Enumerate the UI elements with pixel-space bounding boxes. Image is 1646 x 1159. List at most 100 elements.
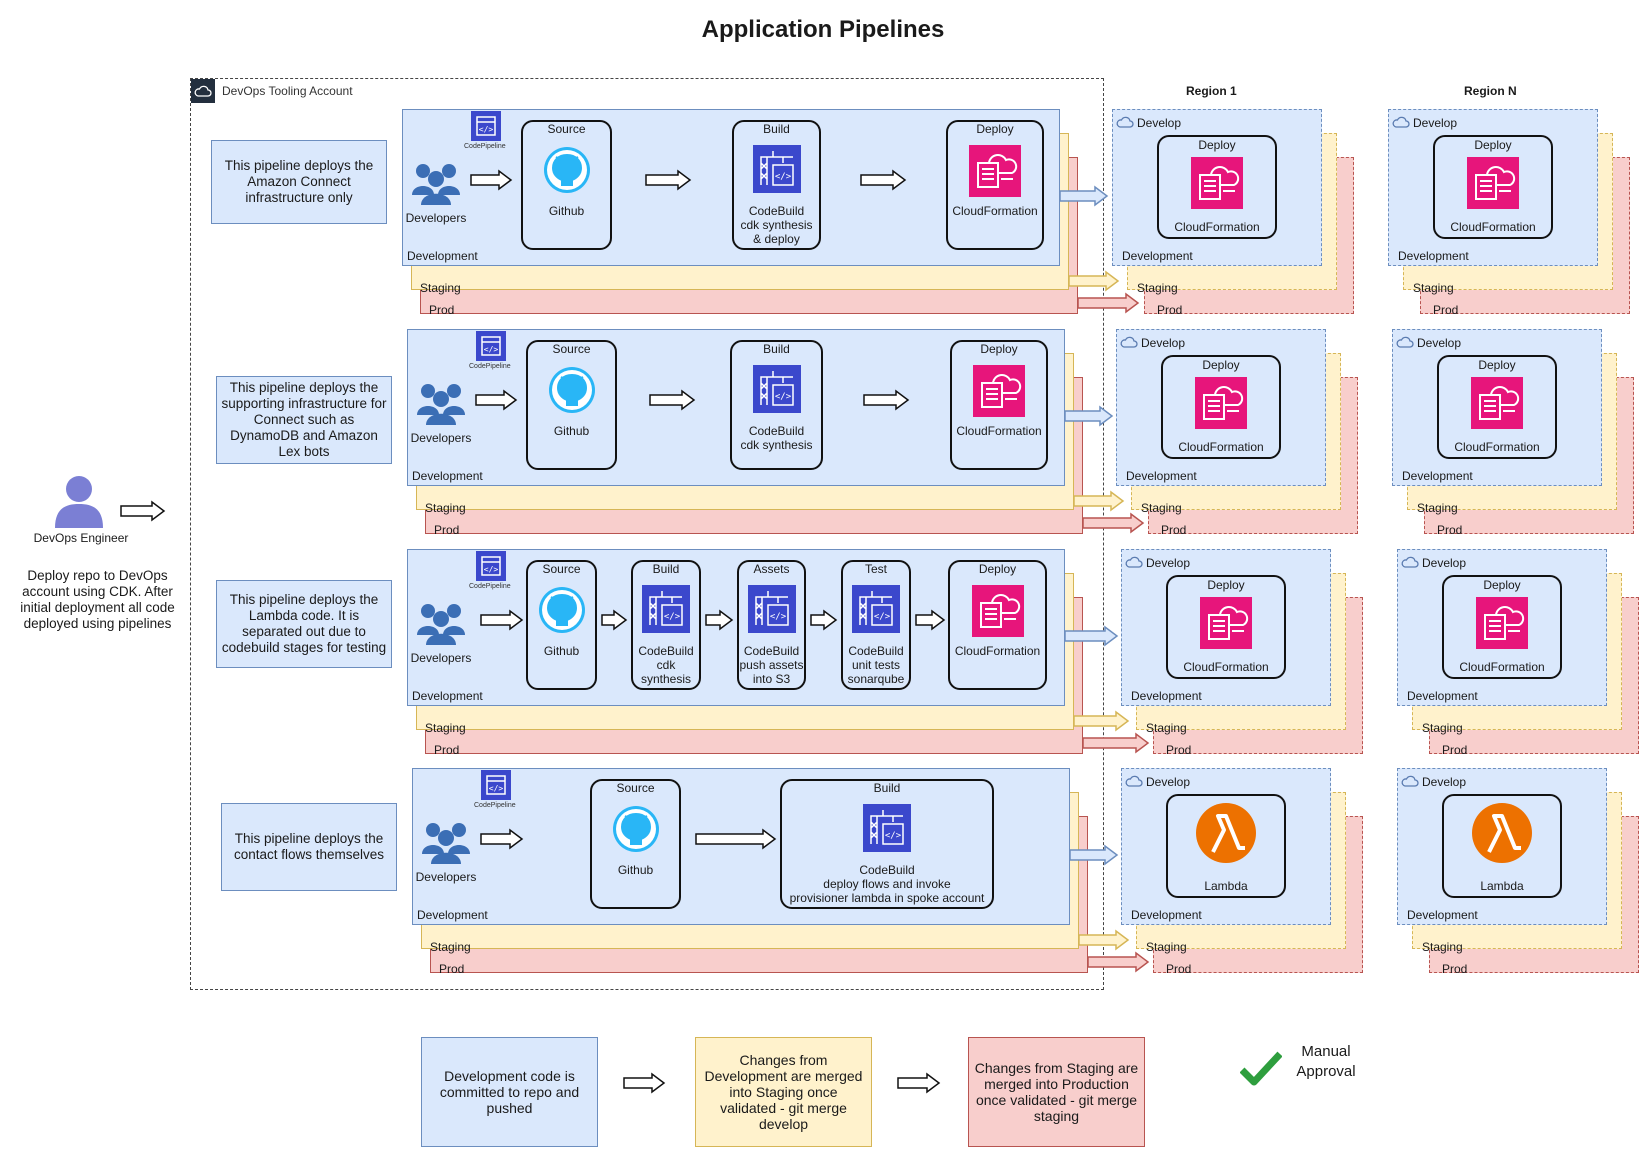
codepipeline-label: CodePipeline	[474, 802, 516, 809]
stage-deploy[interactable]	[946, 120, 1044, 250]
legend-development: Development code is committed to repo an…	[421, 1037, 598, 1147]
svg-text:</>: </>	[885, 831, 902, 841]
stage-assets[interactable]	[737, 560, 806, 690]
stage-title-source: Source	[616, 781, 655, 795]
region-deploy-caption: CloudFormation	[1174, 220, 1260, 234]
svg-text:</>: </>	[774, 392, 791, 402]
stage-title-build: Build	[873, 781, 901, 795]
region-deploy-stage[interactable]	[1437, 355, 1557, 459]
codepipeline-icon: </>	[481, 770, 511, 805]
developers-icon	[417, 599, 465, 650]
stage-build[interactable]	[631, 560, 701, 690]
stage-deploy[interactable]	[950, 340, 1048, 470]
stage-deploy[interactable]	[948, 560, 1047, 690]
codebuild-icon: </>	[642, 585, 690, 638]
stage-caption: CodeBuild push assets into S3	[739, 644, 804, 686]
developers-icon	[417, 379, 465, 430]
developers-label: Developers	[410, 431, 472, 445]
region-development-label: Development	[1407, 689, 1478, 703]
region-deploy-caption: CloudFormation	[1183, 660, 1269, 674]
cloud-icon	[1116, 115, 1134, 133]
region-1-title: Region 1	[1186, 84, 1237, 98]
region-staging-label: Staging	[1146, 721, 1187, 735]
cloudformation-icon	[1200, 597, 1252, 654]
stage-source[interactable]	[526, 560, 597, 690]
svg-text:</>: </>	[769, 612, 786, 622]
development-label: Development	[412, 469, 483, 483]
development-label: Development	[417, 908, 488, 922]
cloudformation-icon	[1467, 157, 1519, 214]
stage-test[interactable]	[841, 560, 911, 690]
lambda-icon	[1195, 802, 1257, 869]
region-develop-label: Develop	[1137, 116, 1182, 130]
stage-caption: CloudFormation	[952, 204, 1038, 218]
region-develop-label: Develop	[1146, 556, 1191, 570]
region-deploy-stage[interactable]	[1442, 794, 1562, 898]
stage-title-source: Source	[542, 562, 581, 576]
stage-build[interactable]	[730, 340, 823, 470]
codebuild-icon: </>	[863, 804, 911, 857]
region-deploy-stage[interactable]	[1442, 575, 1562, 679]
github-icon	[537, 585, 587, 640]
cloudformation-icon	[1195, 377, 1247, 434]
region-development-label: Development	[1131, 908, 1202, 922]
svg-text:</>: </>	[774, 172, 791, 182]
developers-label: Developers	[415, 870, 477, 884]
region-deploy-stage[interactable]	[1157, 135, 1277, 239]
region-develop-label: Develop	[1422, 775, 1467, 789]
codepipeline-icon: </>	[476, 331, 506, 366]
region-development-label: Development	[1122, 249, 1193, 263]
codebuild-icon: </>	[747, 585, 796, 638]
svg-text:</>: </>	[874, 612, 891, 622]
codepipeline-label: CodePipeline	[464, 143, 506, 150]
stage-caption: CodeBuild cdk synthesis & deploy	[740, 204, 813, 246]
region-develop-label: Develop	[1141, 336, 1186, 350]
aws-cloud-icon	[191, 79, 215, 103]
region-deploy-stage[interactable]	[1166, 794, 1286, 898]
region-deploy-title: Deploy	[1478, 358, 1516, 372]
stage-caption: Github	[543, 644, 580, 658]
region-staging-label: Staging	[1422, 940, 1463, 954]
github-icon	[611, 804, 661, 859]
tooling-account-label: DevOps Tooling Account	[222, 84, 353, 98]
cloud-icon	[1401, 555, 1419, 573]
stage-build[interactable]	[780, 779, 994, 909]
development-label: Development	[412, 689, 483, 703]
region-deploy-title: Deploy	[1483, 578, 1521, 592]
cloud-icon	[1401, 774, 1419, 792]
devops-engineer-note: Deploy repo to DevOps account using CDK.…	[20, 568, 175, 631]
region-develop-label: Develop	[1413, 116, 1458, 130]
stage-caption: Github	[548, 204, 585, 218]
devops-tooling-account	[190, 78, 1104, 990]
cloud-icon	[1392, 115, 1410, 133]
stage-source[interactable]	[590, 779, 681, 909]
region-development-label: Development	[1131, 689, 1202, 703]
region-deploy-stage[interactable]	[1433, 135, 1553, 239]
region-deploy-caption: Lambda	[1480, 879, 1524, 893]
region-n-title: Region N	[1464, 84, 1517, 98]
stage-build[interactable]	[732, 120, 821, 250]
stage-caption: Github	[617, 863, 654, 877]
stage-source[interactable]	[521, 120, 612, 250]
region-prod-label: Prod	[1433, 303, 1459, 317]
stage-caption: CodeBuild deploy flows and invoke provis…	[789, 863, 985, 905]
stage-title-build: Build	[763, 342, 790, 356]
region-deploy-stage[interactable]	[1161, 355, 1281, 459]
region-deploy-stage[interactable]	[1166, 575, 1286, 679]
codepipeline-label: CodePipeline	[469, 583, 511, 590]
developers-label: Developers	[410, 651, 472, 665]
pipeline-note: This pipeline deploys the contact flows …	[221, 803, 397, 891]
region-prod-label: Prod	[1166, 743, 1192, 757]
stage-title-source: Source	[547, 122, 586, 136]
codebuild-icon: </>	[752, 365, 801, 418]
stage-title-build: Build	[763, 122, 790, 136]
stage-source[interactable]	[526, 340, 617, 470]
region-staging-label: Staging	[1413, 281, 1454, 295]
region-deploy-caption: CloudFormation	[1450, 220, 1536, 234]
region-deploy-title: Deploy	[1198, 138, 1236, 152]
cloudformation-icon	[969, 145, 1021, 202]
svg-text:</>: </>	[479, 125, 494, 134]
legend-production: Changes from Staging are merged into Pro…	[968, 1037, 1145, 1147]
pipeline-note: This pipeline deploys the Amazon Connect…	[211, 140, 387, 224]
region-staging-label: Staging	[1422, 721, 1463, 735]
